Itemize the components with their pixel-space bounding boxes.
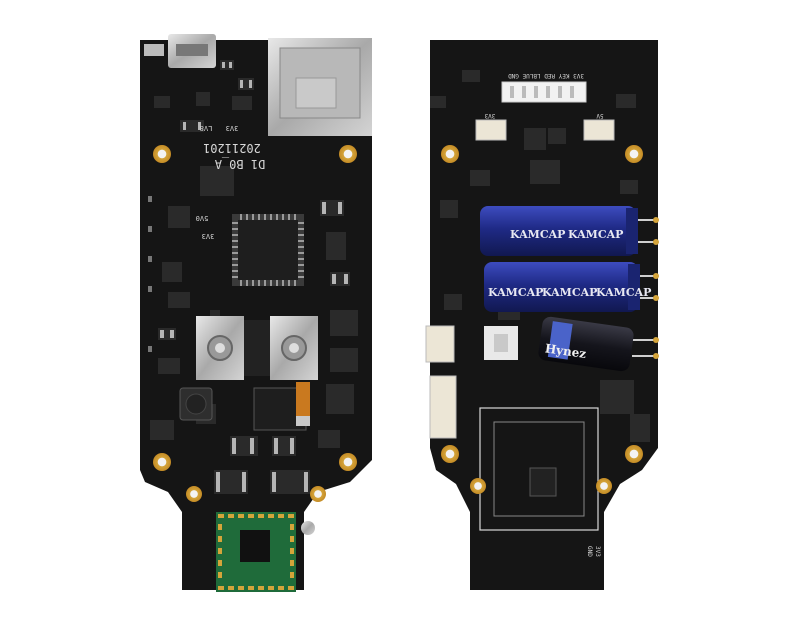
wifi-module bbox=[216, 512, 296, 592]
revision-label: D1 B0_A bbox=[214, 157, 265, 171]
capacitor-brand-2a: KAMCAP bbox=[488, 286, 543, 299]
capacitor-brand-1a: KAMCAP bbox=[510, 228, 565, 241]
port-label-5v: 5V bbox=[596, 112, 604, 119]
capacitor-brand-hynez: Hynez bbox=[544, 341, 587, 361]
blue-capacitor-1: KAMCAP KAMCAP bbox=[480, 206, 638, 256]
jst-connector-4 bbox=[429, 375, 457, 439]
front-board-outline bbox=[140, 40, 372, 590]
sensor-outline bbox=[479, 407, 599, 531]
back-components bbox=[430, 70, 650, 442]
orange-component bbox=[296, 382, 310, 416]
front-mounting-holes bbox=[153, 145, 357, 502]
sensor-chip bbox=[529, 467, 557, 497]
capacitor-lead-pads bbox=[653, 217, 659, 359]
back-mounting-holes bbox=[441, 145, 643, 494]
power-label-1: 3V3 bbox=[226, 124, 239, 132]
port-label-3v3: 3V3 bbox=[484, 112, 495, 119]
jst-connector-3 bbox=[425, 325, 455, 363]
capacitor-brand-2c: KAMCAP bbox=[596, 286, 651, 299]
date-code-label: 20211201 bbox=[203, 141, 261, 155]
power-label-3: 5V0 bbox=[196, 214, 209, 222]
blue-capacitor-2: KAMCAP KAMCAP KAMCAP bbox=[484, 262, 651, 312]
main-soc-chip bbox=[232, 214, 304, 286]
small-label-3v3: 3V3 bbox=[594, 546, 601, 557]
front-edge-pins bbox=[148, 196, 152, 352]
antenna-connector bbox=[301, 521, 315, 535]
capacitor-brand-1b: KAMCAP bbox=[568, 228, 623, 241]
capacitor-brand-2b: KAMCAP bbox=[542, 286, 597, 299]
front-board: 20211201 D1 B0_A LV8 3V3 3V3 5V0 bbox=[140, 34, 372, 592]
lv-label: LV8 bbox=[200, 124, 213, 132]
back-board-outline bbox=[430, 40, 658, 590]
connector-labels: 3V3 KEY RED LBLUE GND bbox=[508, 72, 584, 79]
front-smd-pads bbox=[160, 62, 348, 492]
power-label-2: 3V3 bbox=[202, 232, 215, 240]
power-terminals bbox=[196, 316, 318, 380]
back-board: 3V3 KEY RED LBLUE GND 5V 3V3 bbox=[425, 40, 659, 590]
black-capacitor: Hynez bbox=[538, 316, 634, 372]
jst-connector-1 bbox=[475, 119, 507, 141]
jst-connector-2 bbox=[583, 119, 615, 141]
small-label-gnd: GND bbox=[586, 546, 593, 557]
